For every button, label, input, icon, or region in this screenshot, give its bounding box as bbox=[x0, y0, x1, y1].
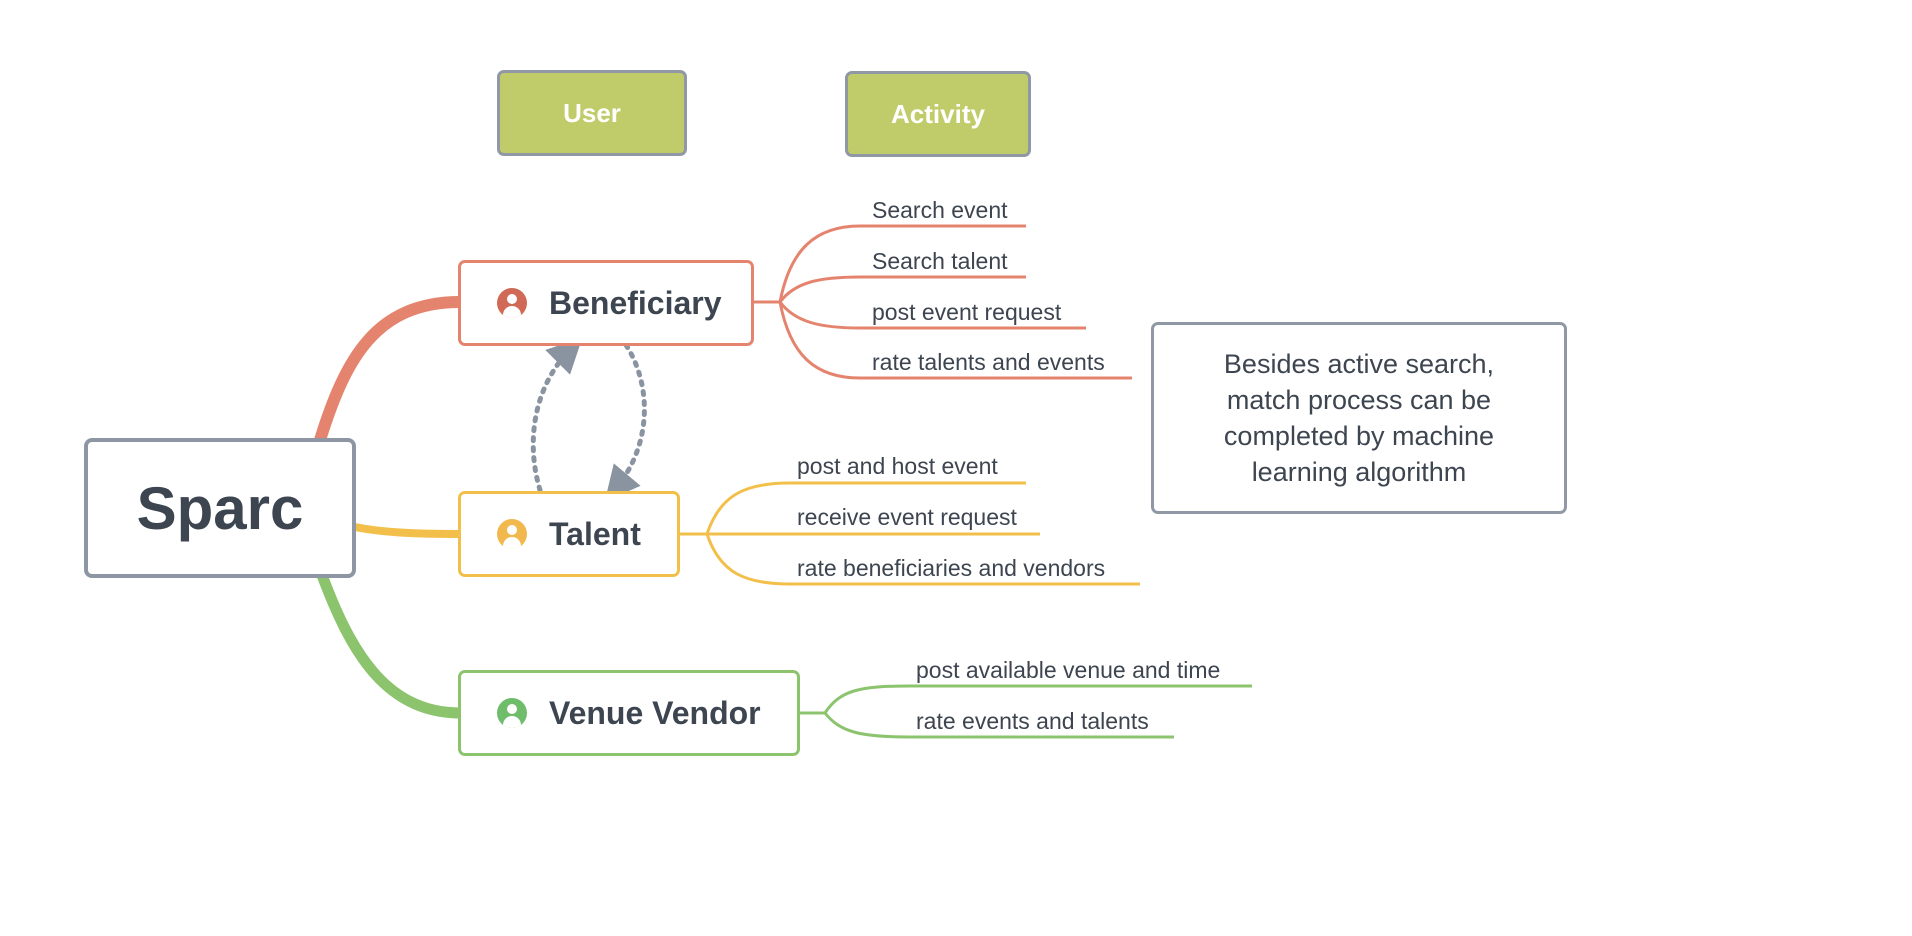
talent-leaf-connectors bbox=[677, 481, 1140, 586]
node-beneficiary-label: Beneficiary bbox=[549, 284, 722, 321]
user-avatar-icon bbox=[497, 288, 527, 318]
relation-arrow-talent-to-beneficiary bbox=[530, 337, 583, 493]
venue-vendor-leaf-connectors bbox=[797, 684, 1252, 739]
root-node-sparc[interactable]: Sparc bbox=[84, 438, 356, 578]
activity-post-and-host-event[interactable]: post and host event bbox=[797, 453, 998, 479]
node-talent[interactable]: Talent bbox=[458, 491, 680, 577]
user-avatar-icon bbox=[497, 519, 527, 549]
beneficiary-leaf-connectors bbox=[752, 224, 1132, 380]
activity-post-available-venue-and-time[interactable]: post available venue and time bbox=[916, 657, 1221, 683]
user-column-header: User bbox=[497, 70, 687, 156]
activity-search-event[interactable]: Search event bbox=[872, 197, 1008, 223]
activity-rate-events-and-talents[interactable]: rate events and talents bbox=[916, 708, 1149, 734]
node-beneficiary[interactable]: Beneficiary bbox=[458, 260, 754, 346]
activity-search-talent[interactable]: Search talent bbox=[872, 248, 1008, 274]
note-matching-process[interactable]: Besides active search, match process can… bbox=[1151, 322, 1567, 514]
activity-post-event-request[interactable]: post event request bbox=[872, 299, 1062, 325]
user-avatar-icon bbox=[497, 698, 527, 728]
node-talent-label: Talent bbox=[549, 515, 641, 552]
note-text: Besides active search, match process can… bbox=[1223, 349, 1495, 487]
branch-venue-vendor bbox=[316, 569, 466, 719]
activity-rate-talents-and-events[interactable]: rate talents and events bbox=[872, 349, 1105, 375]
node-venue-vendor[interactable]: Venue Vendor bbox=[458, 670, 800, 756]
branch-beneficiary bbox=[314, 296, 466, 446]
activity-rate-beneficiaries-and-vendors[interactable]: rate beneficiaries and vendors bbox=[797, 555, 1106, 581]
root-label: Sparc bbox=[136, 474, 304, 542]
node-venue-vendor-label: Venue Vendor bbox=[549, 694, 761, 731]
relation-arrow-beneficiary-to-talent bbox=[604, 342, 647, 502]
activity-column-header: Activity bbox=[845, 71, 1031, 157]
activity-receive-event-request[interactable]: receive event request bbox=[797, 504, 1017, 530]
branch-talent bbox=[351, 523, 464, 538]
